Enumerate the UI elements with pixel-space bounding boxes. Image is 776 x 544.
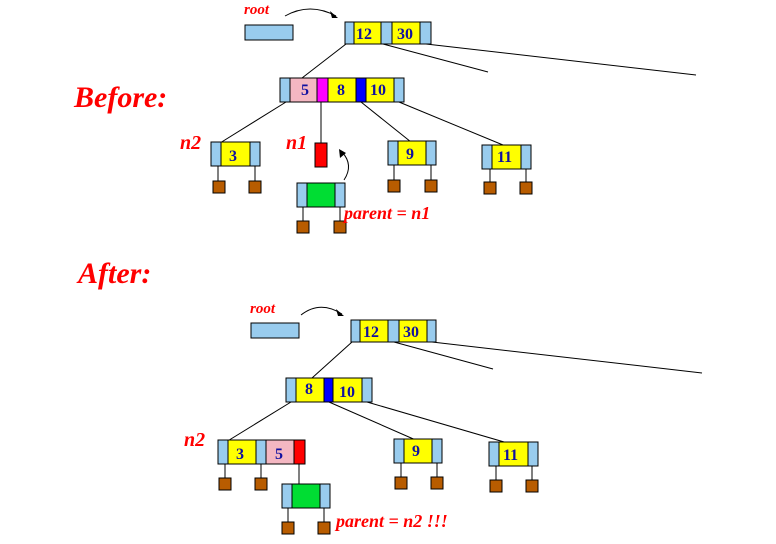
key-10-after: 10 [339,384,355,401]
child-block [218,477,232,491]
child-block [424,179,438,193]
key-5-after: 5 [275,446,283,463]
edge-root-to-inner-after [311,341,353,379]
key-3-before: 3 [229,148,237,165]
key-30-before: 30 [397,26,413,43]
leaf-9-after: 9 [393,438,443,464]
child-block [281,521,295,535]
n1-node-before [314,142,328,168]
leaf-3-5-after: 3 5 [217,439,306,465]
child-block [489,479,503,493]
key-30-after: 30 [403,324,419,341]
leaf-11-after: 11 [488,441,539,467]
root-node-after: 12 30 [350,319,437,343]
green-node-before [296,182,346,208]
parent-arrow-before [341,151,349,181]
child-block [254,477,268,491]
root-label-before: root [244,2,270,18]
edge-root-right-before [425,43,697,76]
edge-inner-to-11-before [398,101,504,146]
child-block [519,181,533,195]
child-block [248,180,262,194]
child-block [296,220,310,234]
edge-root-right-after [431,341,703,374]
root-arrowhead-before [330,11,338,18]
child-block [483,181,497,195]
key-8-before: 8 [337,82,345,99]
key-10-before: 10 [370,82,386,99]
root-arrow-before [284,8,337,17]
after-title: After: [76,257,151,290]
edge-inner-to-9-after [328,401,419,442]
green-node-after [281,483,331,509]
edge-inner-to-3-after [225,401,292,443]
n2-label-before: n2 [180,132,201,154]
root-node-before: 12 30 [344,21,432,45]
edge-root-mid-before [382,43,489,73]
edge-inner-to-3-before [219,101,287,144]
edge-inner-to-9-before [360,101,412,143]
root-arrowhead-after [336,309,344,316]
parent-note-after: parent = n2 !!! [334,511,448,531]
before-title: Before: [73,81,167,114]
edge-root-to-inner-before [301,43,347,79]
inner-node-after: 8 10 [285,377,373,403]
edge-inner-to-11-after [366,401,512,445]
root-label-after: root [250,301,276,317]
edge-root-mid-after [393,341,494,370]
root-pointer-box-before [244,24,294,41]
root-arrow-after [300,306,343,316]
parent-arrowhead-before [339,149,346,158]
child-block [525,479,539,493]
inner-node-before: 5 8 10 [279,77,405,103]
child-block [387,179,401,193]
key-11-before: 11 [497,149,512,166]
key-9-before: 9 [406,146,414,163]
leaf-9-before: 9 [387,140,437,166]
key-9-after: 9 [412,443,420,460]
child-block [333,220,347,234]
key-5-before: 5 [301,82,309,99]
leaf-11-before: 11 [481,144,532,170]
key-11-after: 11 [503,447,518,464]
parent-note-before: parent = n1 [342,203,430,223]
n1-label-before: n1 [286,132,307,154]
child-block [394,476,408,490]
key-3-after: 3 [236,446,244,463]
n2-label-after: n2 [184,429,205,451]
key-12-after: 12 [363,324,379,341]
root-pointer-box-after [250,322,300,339]
key-12-before: 12 [356,26,372,43]
child-block [430,476,444,490]
child-block [317,521,331,535]
key-8-after: 8 [305,381,313,398]
child-block [212,180,226,194]
leaf-3-before: 3 [210,141,261,167]
